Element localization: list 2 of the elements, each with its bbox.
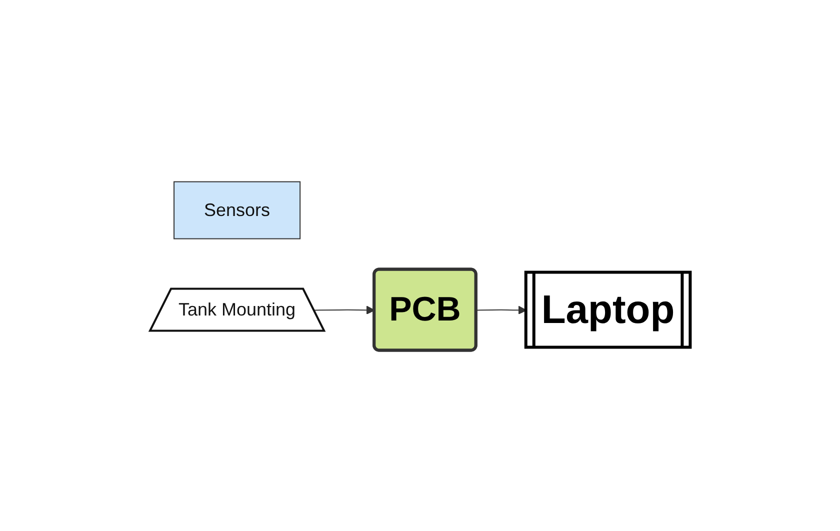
- node-box: Sensors: [173, 180, 300, 239]
- arrow: [476, 305, 527, 314]
